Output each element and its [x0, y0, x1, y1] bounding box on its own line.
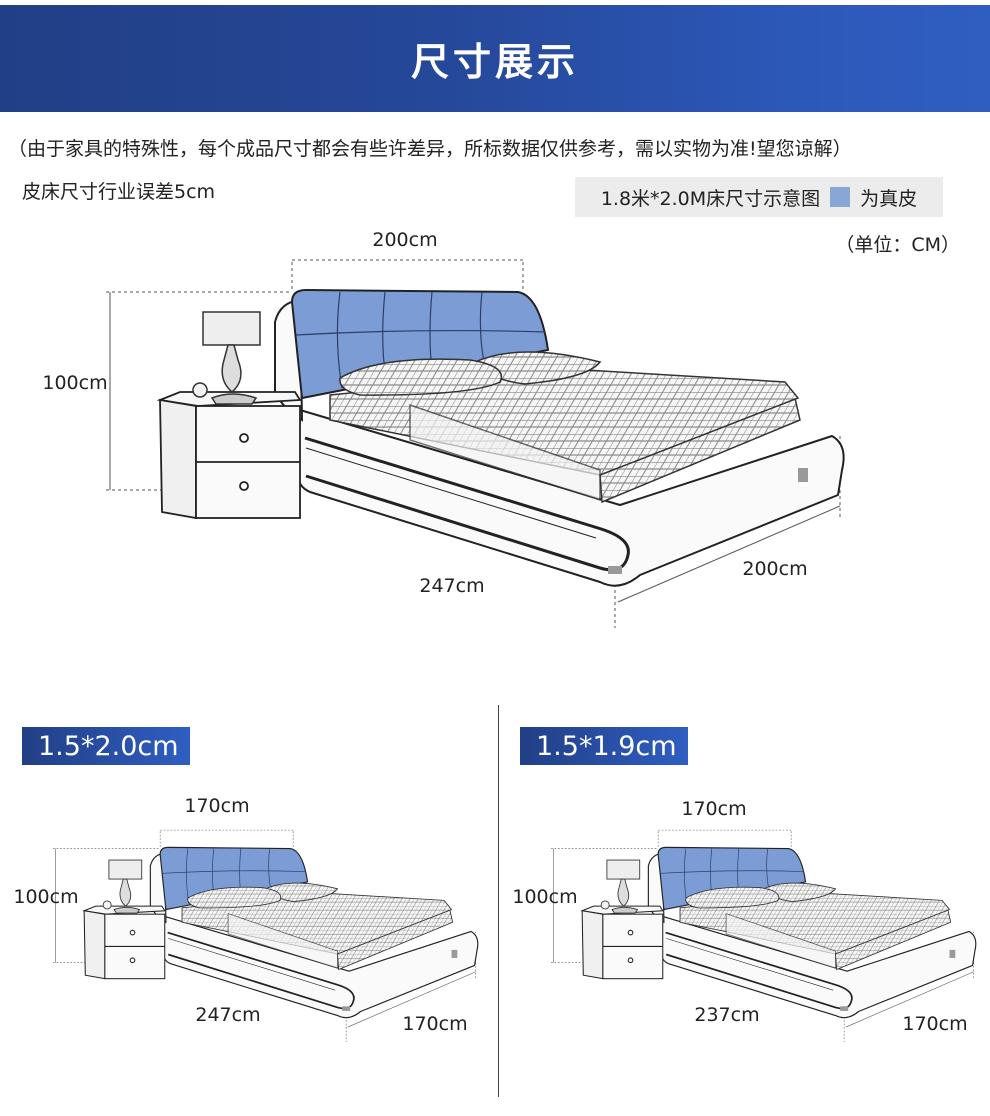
- dim-length: 237cm: [694, 1004, 760, 1026]
- lamp: [600, 859, 641, 914]
- dim-depth: 170cm: [402, 1013, 468, 1035]
- dim-height: 100cm: [42, 372, 108, 394]
- dim-depth: 200cm: [742, 558, 808, 580]
- section-header: 尺寸展示: [0, 5, 990, 112]
- bed-frame: [660, 915, 977, 1019]
- pillows: [685, 882, 837, 909]
- leather-color-swatch: [830, 187, 851, 207]
- variant-tag-2: 1.5*1.9cm: [520, 727, 688, 765]
- legend-box: 1.8米*2.0M床尺寸示意图 为真皮: [575, 177, 943, 217]
- dim-depth: 170cm: [902, 1013, 968, 1035]
- bed-diagram-variant-1: [53, 829, 479, 1043]
- dim-length: 247cm: [195, 1004, 261, 1026]
- legend-swatch-label: 为真皮: [860, 187, 918, 210]
- dim-headboard-width: 170cm: [184, 795, 250, 817]
- dim-height: 100cm: [512, 886, 578, 908]
- nightstand: [82, 905, 166, 980]
- bed-diagram-main: [106, 259, 845, 628]
- section-title: 尺寸展示: [410, 40, 579, 84]
- bed-diagram-variant-2: [551, 829, 977, 1043]
- dim-height: 100cm: [13, 886, 79, 908]
- tolerance-note: 皮床尺寸行业误差5cm: [22, 181, 216, 203]
- pillows: [187, 882, 339, 909]
- mattress: [679, 893, 952, 971]
- dim-headboard-width: 200cm: [372, 229, 438, 251]
- mattress: [181, 893, 454, 971]
- dim-headboard-width: 170cm: [681, 798, 747, 820]
- lamp: [192, 311, 261, 405]
- mattress: [329, 369, 801, 504]
- disclaimer-note: （由于家具的特殊性，每个成品尺寸都会有些许差异，所标数据仅供参考，需以实物为准!…: [8, 138, 852, 160]
- dim-length: 247cm: [419, 575, 485, 597]
- legend-caption: 1.8米*2.0M床尺寸示意图: [600, 187, 821, 210]
- lamp: [102, 859, 143, 914]
- pillows: [339, 351, 602, 396]
- divider: [498, 705, 499, 1097]
- variant-tag-1: 1.5*2.0cm: [22, 727, 190, 765]
- unit-note: （单位：CM）: [835, 234, 960, 256]
- nightstand: [580, 905, 664, 980]
- nightstand: [156, 391, 302, 520]
